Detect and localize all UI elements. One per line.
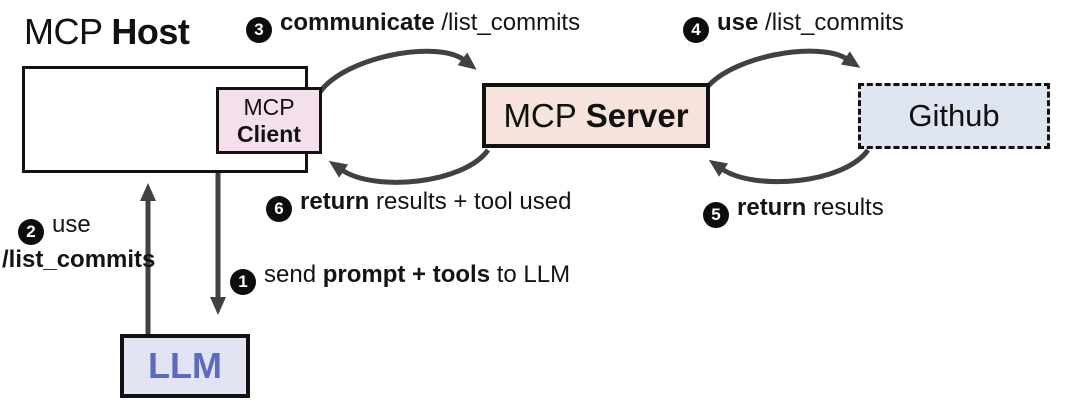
step-5-bold: return (737, 194, 807, 221)
llm-label: LLM (148, 345, 222, 386)
step-3-post: /list_commits (441, 9, 581, 36)
step-label-6-return-results-tool: 6 return results + tool used (266, 188, 571, 222)
step-1-post: to LLM (496, 261, 571, 288)
node-mcp-client: MCP Client (216, 87, 322, 154)
mcp-host-title-regular: MCP (24, 11, 102, 52)
mcp-client-label-line2: Client (237, 120, 301, 147)
step-1-number-badge: 1 (230, 269, 256, 295)
github-label: Github (908, 98, 1000, 133)
step-6-number-badge: 6 (266, 196, 292, 222)
step-5-number-badge: 5 (703, 202, 729, 228)
step-label-4-use: 4 use /list_commits (683, 9, 904, 43)
node-github: Github (858, 83, 1050, 149)
step-4-bold: use (717, 9, 759, 36)
step-6-bold: return (300, 188, 370, 215)
step-1-bold: prompt + tools (322, 261, 491, 288)
node-mcp-server: MCP Server (482, 83, 710, 148)
step-4-number-badge: 4 (683, 17, 709, 43)
arrow-communicate-top-arc (317, 48, 477, 94)
arrow-use-top-arc (701, 48, 861, 93)
step-6-post: results + tool used (376, 188, 572, 215)
mcp-server-label-bold: Server (585, 96, 689, 134)
mcp-server-label-regular: MCP (503, 96, 577, 134)
step-2-number-badge: 2 (18, 219, 44, 245)
arrow-return-results-bottom-arc (328, 148, 491, 185)
step-2-bold: /list_commits (2, 246, 156, 273)
step-label-3-communicate: 3 communicate /list_commits (246, 9, 580, 43)
step-2-pre: use (52, 211, 91, 238)
step-3-bold: communicate (280, 9, 435, 36)
step-label-5-return-results: 5 return results (703, 194, 884, 228)
step-label-2-use-tool: 2 use /list_commits (2, 211, 155, 275)
arrow-return-bottom-arc (708, 148, 871, 185)
step-3-number-badge: 3 (246, 17, 272, 43)
mcp-host-title: MCP Host (24, 11, 190, 53)
step-label-1-send-prompt: 1 send prompt + tools to LLM (230, 261, 570, 295)
node-llm: LLM (120, 334, 250, 398)
step-4-post: /list_commits (765, 9, 904, 36)
mcp-host-title-bold: Host (111, 11, 190, 52)
step-5-post: results (813, 194, 884, 221)
step-1-pre: send (264, 261, 317, 288)
mcp-client-label-line1: MCP (243, 93, 295, 120)
